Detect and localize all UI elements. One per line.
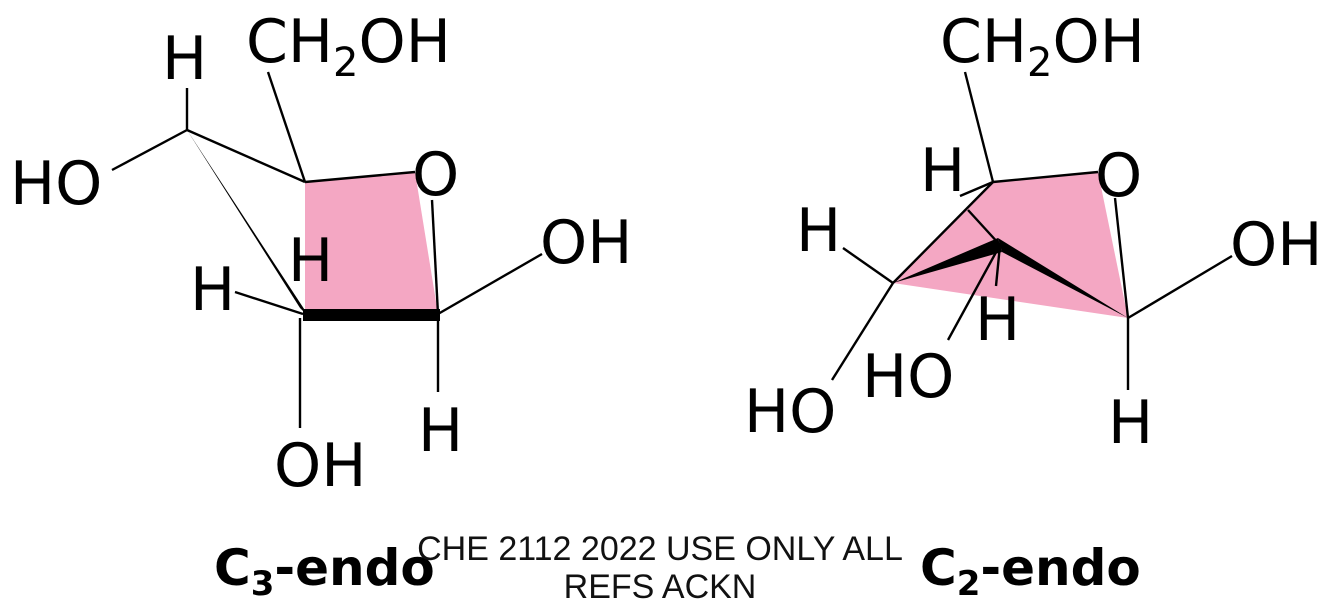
left-atom-oh-bottom: OH <box>274 431 366 501</box>
left-wedge-c2-c3 <box>187 130 310 318</box>
left-atom-ho: HO <box>10 149 102 219</box>
right-ring-fill <box>893 172 1128 318</box>
right-atom-ho-left: HO <box>744 377 836 447</box>
left-atom-h-inner: H <box>288 226 333 296</box>
right-atom-h-left: H <box>796 196 841 266</box>
right-bond-c1-h <box>959 180 994 198</box>
right-bond-c3-h-up <box>967 209 1001 246</box>
left-atom-ch2oh: CH2OH <box>246 7 451 86</box>
c3-endo-structure: H CH2OH HO O OH H H OH H C3-endo <box>10 7 632 598</box>
left-ring-fill <box>305 172 438 314</box>
left-bond-o-c4 <box>430 199 440 315</box>
right-atom-h-inner: H <box>975 285 1020 355</box>
c3-endo-label: C3-endo <box>214 539 435 598</box>
right-atom-oh-right: OH <box>1230 210 1319 280</box>
right-bond-c1-c2 <box>892 181 994 284</box>
left-bond-c1-c2 <box>186 128 306 184</box>
c2-endo-label: C2-endo <box>920 539 1141 598</box>
right-bond-c3-h-down <box>994 244 1002 287</box>
right-bond-c1-ch2oh <box>963 71 995 183</box>
right-bond-o-c4 <box>1113 197 1130 319</box>
right-atom-ho-mid: HO <box>862 342 954 412</box>
left-atom-o-ring: O <box>412 140 459 210</box>
right-bond-c3-ho <box>946 244 1002 341</box>
right-bond-c2-h <box>842 247 894 284</box>
left-atom-h-bottom: H <box>418 396 463 466</box>
left-atom-oh-right: OH <box>540 208 632 278</box>
right-bond-c1-o <box>992 170 1099 184</box>
left-bond-c2-ho <box>111 128 188 172</box>
c2-endo-structure: CH2OH H O H OH H HO HO H C2-endo <box>744 7 1319 598</box>
right-atom-h-bottom: H <box>1108 388 1153 458</box>
right-bond-c2-ho <box>830 282 895 381</box>
right-atom-o-ring: O <box>1095 141 1142 211</box>
left-bond-c4-oh <box>437 252 543 316</box>
left-atom-h-top: H <box>162 24 207 94</box>
left-bond-c3-h <box>234 290 304 316</box>
right-bond-c4-oh <box>1127 254 1233 320</box>
right-wedge-c3-c4 <box>998 238 1128 318</box>
watermark-text: CHE 2112 2022 USE ONLY ALL REFS ACKN <box>417 530 903 606</box>
left-bold-bond-c3-c4 <box>303 309 440 321</box>
left-bond-c1-o <box>304 170 416 184</box>
left-bond-c1-ch2oh <box>266 71 307 183</box>
right-atom-h-upper: H <box>920 136 965 206</box>
right-atom-ch2oh: CH2OH <box>940 7 1145 86</box>
left-atom-h-left: H <box>190 255 235 325</box>
right-wedge-c2-c3 <box>893 238 1002 283</box>
